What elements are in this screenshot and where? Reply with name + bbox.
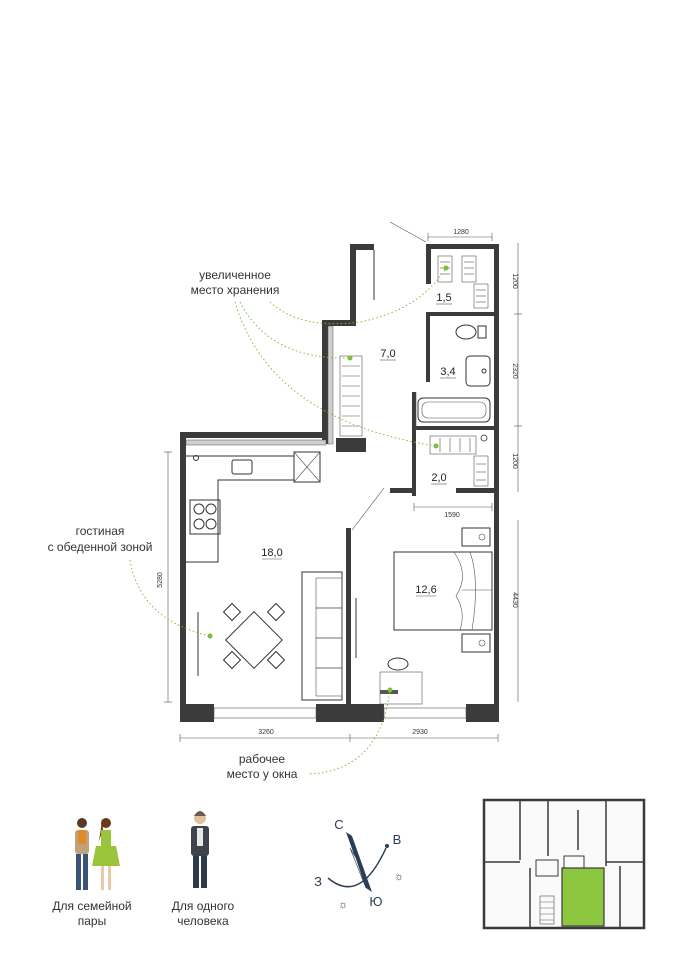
legend-couple-figure: [75, 818, 120, 890]
legend-single-line1: Для одного: [172, 899, 235, 913]
area-pantry-top: 1,5: [436, 292, 451, 304]
walls: [180, 244, 499, 722]
sun-icon-west: ☼: [338, 899, 348, 911]
floor-key-plan: [482, 798, 646, 930]
compass-west: З: [314, 874, 322, 889]
dim-bedroom-height: 4430: [511, 592, 518, 608]
dim-pantry-width: 1590: [444, 512, 460, 519]
dining-table: [197, 602, 286, 676]
storage-label-line2: место хранения: [191, 283, 280, 297]
living-label-line1: гостиная: [76, 524, 125, 538]
dim-lower-right-height: 1200: [511, 453, 518, 469]
dim-top-width: 1280: [453, 229, 469, 236]
compass-south: Ю: [369, 894, 382, 909]
bathroom-fixtures: [417, 324, 491, 442]
bedroom-furniture: [355, 527, 493, 705]
floor-plan: 1,5 7,0 3,4 2,0 18,0 12,6 1280 1200 2320…: [157, 221, 522, 742]
compass-north: С: [334, 817, 343, 832]
dim-living-width: 3260: [258, 729, 274, 736]
dim-top-right-height: 1200: [511, 273, 518, 289]
area-corridor: 7,0: [380, 348, 395, 360]
sun-icon-east: ☼: [394, 871, 404, 883]
workplace-label-line2: место у окна: [227, 767, 298, 781]
dim-living-height: 5280: [157, 572, 164, 588]
legend-couple-line2: пары: [78, 914, 106, 928]
area-pantry-bottom: 2,0: [431, 472, 446, 484]
dim-bath-height: 2320: [511, 363, 518, 379]
dimension-lines: [164, 221, 522, 742]
compass: С В Ю З ☼ ☼: [314, 817, 404, 911]
legend-single-line2: человека: [177, 914, 229, 928]
area-bedroom: 12,6: [415, 584, 436, 596]
callouts: увеличенное место хранения гостиная с об…: [48, 265, 449, 781]
legend-couple-line1: Для семейной: [52, 899, 131, 913]
storage-label-line1: увеличенное: [199, 268, 271, 282]
legend-single-figure: [191, 811, 209, 888]
living-label-line2: с обеденной зоной: [48, 540, 153, 554]
dim-bedroom-width: 2930: [412, 729, 428, 736]
workplace-label-line1: рабочее: [239, 752, 286, 766]
compass-east: В: [393, 832, 402, 847]
kitchen: [186, 451, 321, 563]
sofa: [301, 571, 343, 701]
area-living-room: 18,0: [261, 547, 282, 559]
area-bathroom: 3,4: [440, 366, 455, 378]
